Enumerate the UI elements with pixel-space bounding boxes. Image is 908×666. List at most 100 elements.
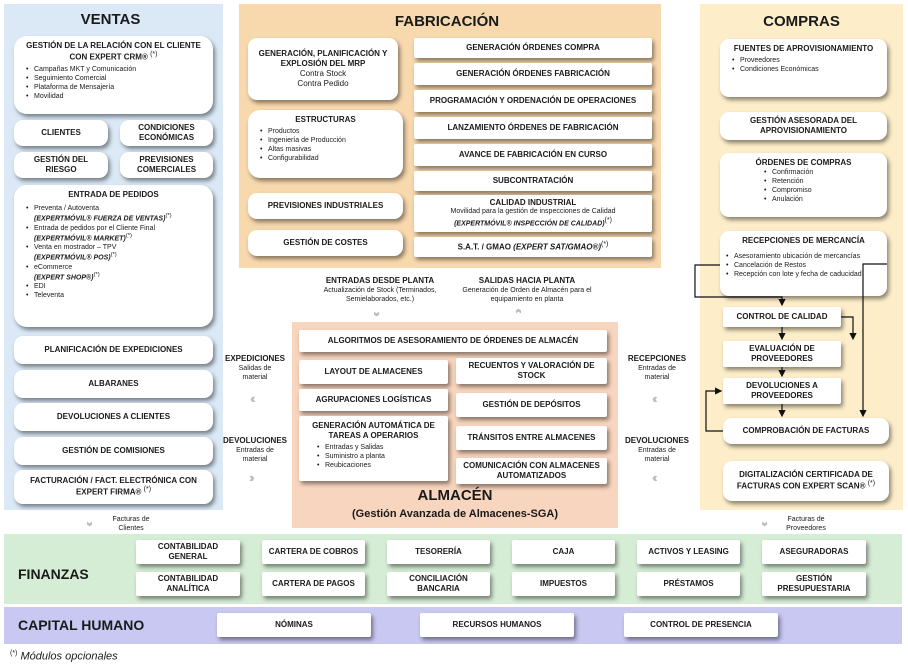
- finanzas-item[interactable]: CAJA: [512, 540, 615, 564]
- pedidos-list: Preventa / Autoventa(EXPERTMÓVIL® FUERZA…: [18, 204, 172, 300]
- fab-programacion-box[interactable]: PROGRAMACIÓN Y ORDENACIÓN DE OPERACIONES: [414, 90, 652, 112]
- recepciones-mercancia-box[interactable]: RECEPCIONES DE MERCANCÍA Asesoramiento u…: [720, 231, 887, 296]
- fab-ordenes-compra-box[interactable]: GENERACIÓN ÓRDENES COMPRA: [414, 38, 652, 58]
- calidad-industrial-title: CALIDAD INDUSTRIAL: [489, 197, 577, 207]
- almacen-title: ALMACÉN: [417, 487, 493, 504]
- agrupaciones-box[interactable]: AGRUPACIONES LOGÍSTICAS: [299, 389, 448, 411]
- recepciones-mercancia-title: RECEPCIONES DE MERCANCÍA: [742, 236, 865, 245]
- fab-lanzamiento-box[interactable]: LANZAMIENTO ÓRDENES DE FABRICACIÓN: [414, 117, 652, 139]
- tareas-box[interactable]: GENERACIÓN AUTOMÁTICA DE TAREAS A OPERAR…: [299, 416, 448, 481]
- recuentos-label: RECUENTOS Y VALORACIÓN DE STOCK: [468, 361, 595, 380]
- finanzas-item[interactable]: ACTIVOS Y LEASING: [637, 540, 740, 564]
- chevron-down-icon: ››: [757, 521, 773, 524]
- finanzas-item[interactable]: CONCILIACIÓN BANCARIA: [387, 572, 490, 596]
- depositos-label: GESTIÓN DE DEPÓSITOS: [482, 400, 581, 409]
- capital-item[interactable]: RECURSOS HUMANOS: [420, 613, 574, 637]
- finanzas-item[interactable]: CARTERA DE PAGOS: [262, 572, 365, 596]
- digitalizacion-box[interactable]: DIGITALIZACIÓN CERTIFICADA DE FACTURAS C…: [723, 461, 889, 501]
- estructuras-list: Productos Ingeniería de Producción Altas…: [252, 127, 346, 163]
- crm-box[interactable]: GESTIÓN DE LA RELACIÓN CON EL CLIENTE CO…: [14, 36, 213, 114]
- list-item: Compromiso: [764, 186, 813, 195]
- finanzas-item[interactable]: CARTERA DE COBROS: [262, 540, 365, 564]
- fuentes-list: Proveedores Condiciones Económicas: [724, 56, 819, 74]
- devoluciones-proveedores-box[interactable]: DEVOLUCIONES A PROVEEDORES: [723, 378, 841, 404]
- tareas-list: Entradas y Salidas Suministro a planta R…: [303, 443, 385, 470]
- finanzas-item[interactable]: PRÉSTAMOS: [637, 572, 740, 596]
- list-item: Configurabilidad: [260, 154, 346, 163]
- chevron-left-icon: ‹‹: [652, 470, 657, 485]
- digitalizacion-label: DIGITALIZACIÓN CERTIFICADA DE FACTURAS C…: [736, 470, 873, 491]
- asesorada-box[interactable]: GESTIÓN ASESORADA DEL APROVISIONAMIENTO: [720, 112, 887, 140]
- transitos-box[interactable]: TRÁNSITOS ENTRE ALMACENES: [456, 426, 607, 450]
- planificacion-box[interactable]: PLANIFICACIÓN DE EXPEDICIONES: [14, 336, 213, 364]
- list-item: Retención: [764, 177, 813, 186]
- layout-label: LAYOUT DE ALMACENES: [324, 367, 423, 376]
- comprobacion-facturas-box[interactable]: COMPROBACIÓN DE FACTURAS: [723, 418, 889, 444]
- previsiones-industriales-label: PREVISIONES INDUSTRIALES: [267, 201, 384, 210]
- chevron-left-icon: ‹‹: [250, 391, 255, 406]
- list-item: EDI: [26, 282, 172, 291]
- layout-box[interactable]: LAYOUT DE ALMACENES: [299, 360, 448, 384]
- list-item: Preventa / Autoventa(EXPERTMÓVIL® FUERZA…: [26, 204, 172, 224]
- facturacion-box[interactable]: FACTURACIÓN / FACT. ELECTRÓNICA CON EXPE…: [14, 470, 213, 504]
- clientes-box[interactable]: CLIENTES: [14, 120, 108, 146]
- list-item: Condiciones Económicas: [732, 65, 819, 74]
- fab-ordenes-fabricacion-box[interactable]: GENERACIÓN ÓRDENES FABRICACIÓN: [414, 63, 652, 85]
- finanzas-item[interactable]: ASEGURADORAS: [762, 540, 866, 564]
- clientes-label: CLIENTES: [41, 128, 81, 137]
- comunicacion-box[interactable]: COMUNICACIÓN CON ALMACENES AUTOMATIZADOS: [456, 458, 607, 484]
- ordenes-compras-box[interactable]: ÓRDENES DE COMPRAS Confirmación Retenció…: [720, 153, 887, 217]
- ordenes-compras-title: ÓRDENES DE COMPRAS: [755, 158, 852, 167]
- finanzas-item[interactable]: CONTABILIDAD GENERAL: [136, 540, 240, 564]
- costes-box[interactable]: GESTIÓN DE COSTES: [248, 230, 403, 256]
- pedidos-box[interactable]: ENTRADA DE PEDIDOS Preventa / Autoventa(…: [14, 185, 213, 327]
- depositos-box[interactable]: GESTIÓN DE DEPÓSITOS: [456, 393, 607, 417]
- riesgo-box[interactable]: GESTIÓN DEL RIESGO: [14, 152, 108, 178]
- fab-avance-box[interactable]: AVANCE DE FABRICACIÓN EN CURSO: [414, 144, 652, 166]
- finanzas-item-label: CAJA: [552, 547, 575, 556]
- sat-gmao-box[interactable]: S.A.T. / GMAO (EXPERT SAT/GMAO®)(*): [414, 237, 652, 257]
- list-item: Suministro a planta: [317, 452, 385, 461]
- optional-mark: (*): [10, 650, 18, 657]
- evaluacion-proveedores-box[interactable]: EVALUACIÓN DE PROVEEDORES: [723, 341, 841, 367]
- fab-subcontratacion-box[interactable]: SUBCONTRATACIÓN: [414, 171, 652, 191]
- albaranes-box[interactable]: ALBARANES: [14, 370, 213, 398]
- finanzas-item[interactable]: IMPUESTOS: [512, 572, 615, 596]
- list-item: Campañas MKT y Comunicación: [26, 65, 136, 74]
- capital-item[interactable]: NÓMINAS: [217, 613, 371, 637]
- finanzas-item[interactable]: GESTIÓN PRESUPUESTARIA: [762, 572, 866, 596]
- fuentes-box[interactable]: FUENTES DE APROVISIONAMIENTO Proveedores…: [720, 39, 887, 97]
- fab-avance-label: AVANCE DE FABRICACIÓN EN CURSO: [458, 150, 608, 159]
- condiciones-label: CONDICIONES ECONÓMICAS: [138, 123, 195, 142]
- capital-item[interactable]: CONTROL DE PRESENCIA: [624, 613, 778, 637]
- algoritmos-box[interactable]: ALGORITMOS DE ASESORAMIENTO DE ÓRDENES D…: [299, 330, 607, 352]
- finanzas-item[interactable]: CONTABILIDAD ANALÍTICA: [136, 572, 240, 596]
- comisiones-box[interactable]: GESTIÓN DE COMISIONES: [14, 437, 213, 465]
- previsiones-comerciales-box[interactable]: PREVISIONES COMERCIALES: [120, 152, 213, 178]
- fab-programacion-label: PROGRAMACIÓN Y ORDENACIÓN DE OPERACIONES: [429, 96, 637, 105]
- estructuras-box[interactable]: ESTRUCTURAS Productos Ingeniería de Prod…: [248, 110, 403, 178]
- condiciones-box[interactable]: CONDICIONES ECONÓMICAS: [120, 120, 213, 146]
- optional-mark: (*): [601, 241, 609, 249]
- capital-item-label: NÓMINAS: [275, 620, 313, 629]
- recepciones-mercancia-list: Asesoramiento ubicación de mercancías Ca…: [724, 252, 862, 279]
- previsiones-industriales-box[interactable]: PREVISIONES INDUSTRIALES: [248, 193, 403, 219]
- control-calidad-box[interactable]: CONTROL DE CALIDAD: [723, 307, 841, 327]
- almacen-subtitle: (Gestión Avanzada de Almacenes-SGA): [352, 508, 558, 520]
- finanzas-item[interactable]: TESORERÍA: [387, 540, 490, 564]
- calidad-industrial-box[interactable]: CALIDAD INDUSTRIAL Movilidad para la ges…: [414, 195, 652, 232]
- recuentos-box[interactable]: RECUENTOS Y VALORACIÓN DE STOCK: [456, 358, 607, 384]
- devoluciones-clientes-box[interactable]: DEVOLUCIONES A CLIENTES: [14, 403, 213, 431]
- ventas-title: VENTAS: [80, 11, 141, 28]
- finanzas-item-label: CARTERA DE PAGOS: [272, 579, 355, 588]
- costes-label: GESTIÓN DE COSTES: [283, 238, 368, 247]
- sat-gmao-title: S.A.T. / GMAO: [457, 242, 514, 252]
- albaranes-label: ALBARANES: [88, 379, 139, 388]
- mrp-box[interactable]: GENERACIÓN, PLANIFICACIÓN Y EXPLOSIÓN DE…: [248, 38, 398, 100]
